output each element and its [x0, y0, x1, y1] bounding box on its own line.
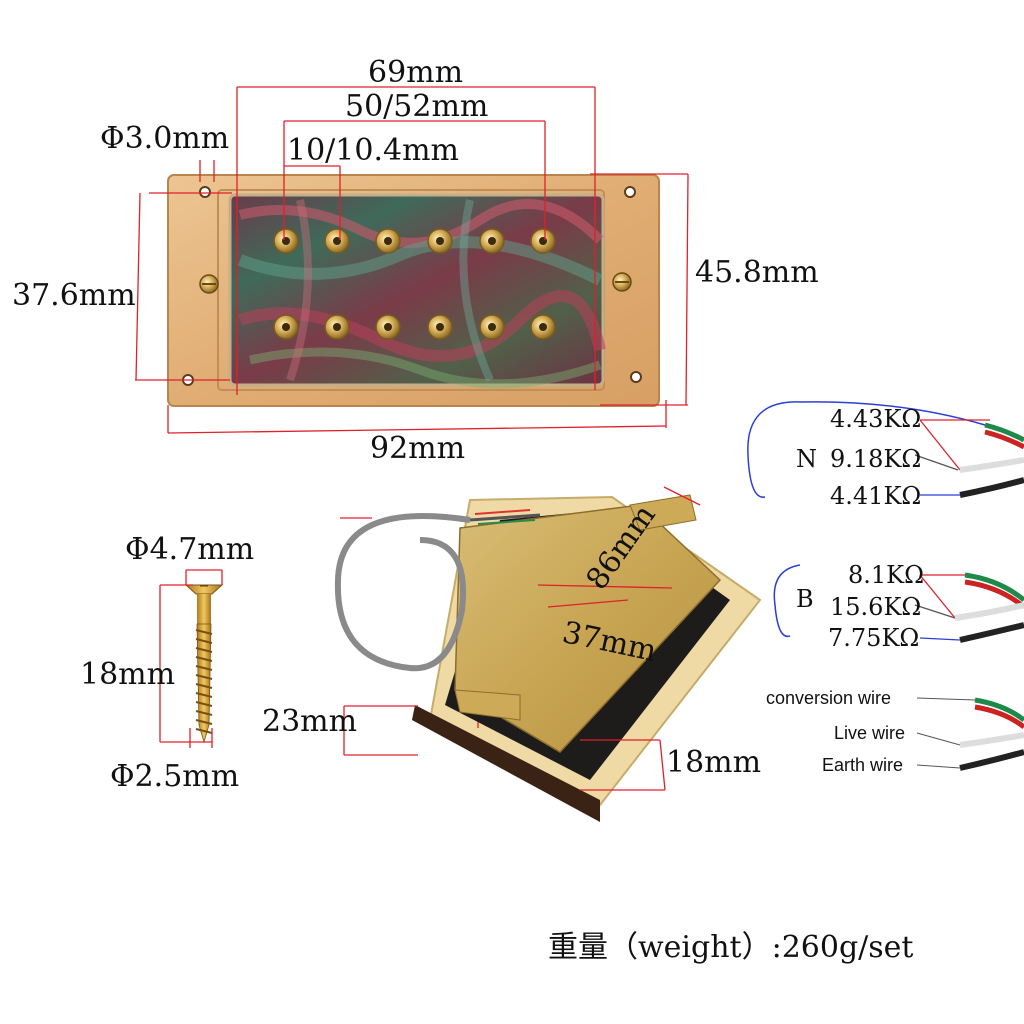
dim-frame-width: 92mm [370, 431, 466, 466]
pickup-dimension-lines [340, 486, 701, 791]
screw-thread [195, 674, 213, 680]
dim-69mm: 69mm [368, 55, 464, 90]
pole-piece-hex [384, 323, 392, 331]
screw-dimension-lines [159, 569, 223, 748]
baseplate [454, 494, 722, 753]
dim-base-height: 18mm [666, 745, 762, 780]
neck-reading-3: 4.41KΩ [830, 482, 922, 510]
pole-piece-hex [488, 323, 496, 331]
pickup-cable [334, 509, 541, 672]
pole-piece-hex [282, 237, 290, 245]
neck-reading-1: 4.43KΩ [830, 405, 922, 433]
screw-thread [195, 710, 213, 716]
screw-thread [195, 728, 213, 734]
neck-label: N [796, 445, 817, 473]
bridge-label: B [796, 585, 814, 613]
mounting-screw [184, 584, 224, 744]
pole-piece-hex [488, 237, 496, 245]
dim-hole-diameter: Φ3.0mm [100, 121, 230, 156]
top-dimension-lines [135, 86, 689, 434]
bridge-reading-3: 7.75KΩ [828, 624, 920, 652]
wire-label-live: Live wire [834, 723, 906, 743]
dim-screw-head: Φ4.7mm [125, 532, 255, 567]
screw-thread [195, 683, 213, 689]
screw-thread [195, 701, 213, 707]
dim-pole-pitch: 10/10.4mm [287, 133, 459, 168]
pole-pieces [273, 228, 556, 340]
pole-piece-hex [539, 237, 547, 245]
neck-reading-2: 9.18KΩ [830, 445, 922, 473]
pole-piece-hex [436, 323, 444, 331]
pole-piece-hex [282, 323, 290, 331]
screw-thread [195, 647, 213, 653]
wire-label-conversion: conversion wire [766, 688, 892, 708]
screw-thread [195, 638, 213, 644]
dim-pole-span: 50/52mm [345, 89, 489, 124]
screw-thread [195, 719, 213, 725]
pole-piece-hex [333, 323, 341, 331]
dim-screw-length: 18mm [80, 657, 176, 692]
dim-screw-shank: Φ2.5mm [110, 759, 240, 794]
wire-legend-lines [916, 697, 1024, 771]
screw-thread [195, 656, 213, 662]
dim-frame-height: 45.8mm [695, 255, 819, 290]
wire-label-earth: Earth wire [822, 755, 904, 775]
pole-piece-hex [384, 237, 392, 245]
weight-label: 重量（weight）:260g/set [548, 930, 914, 965]
neck-wiring [747, 401, 1024, 498]
pole-piece-hex [539, 323, 547, 331]
bridge-reading-1: 8.1KΩ [848, 561, 924, 589]
dim-pickup-height: 23mm [262, 704, 358, 739]
screw-thread [195, 692, 213, 698]
pole-piece-hex [436, 237, 444, 245]
bridge-wiring [773, 564, 1024, 643]
screw-thread [195, 629, 213, 635]
dim-inner-height: 37.6mm [12, 278, 136, 313]
pole-piece-hex [333, 237, 341, 245]
bridge-reading-2: 15.6KΩ [830, 593, 922, 621]
screw-thread [195, 665, 213, 671]
abalone-pickup-cover [228, 193, 606, 389]
